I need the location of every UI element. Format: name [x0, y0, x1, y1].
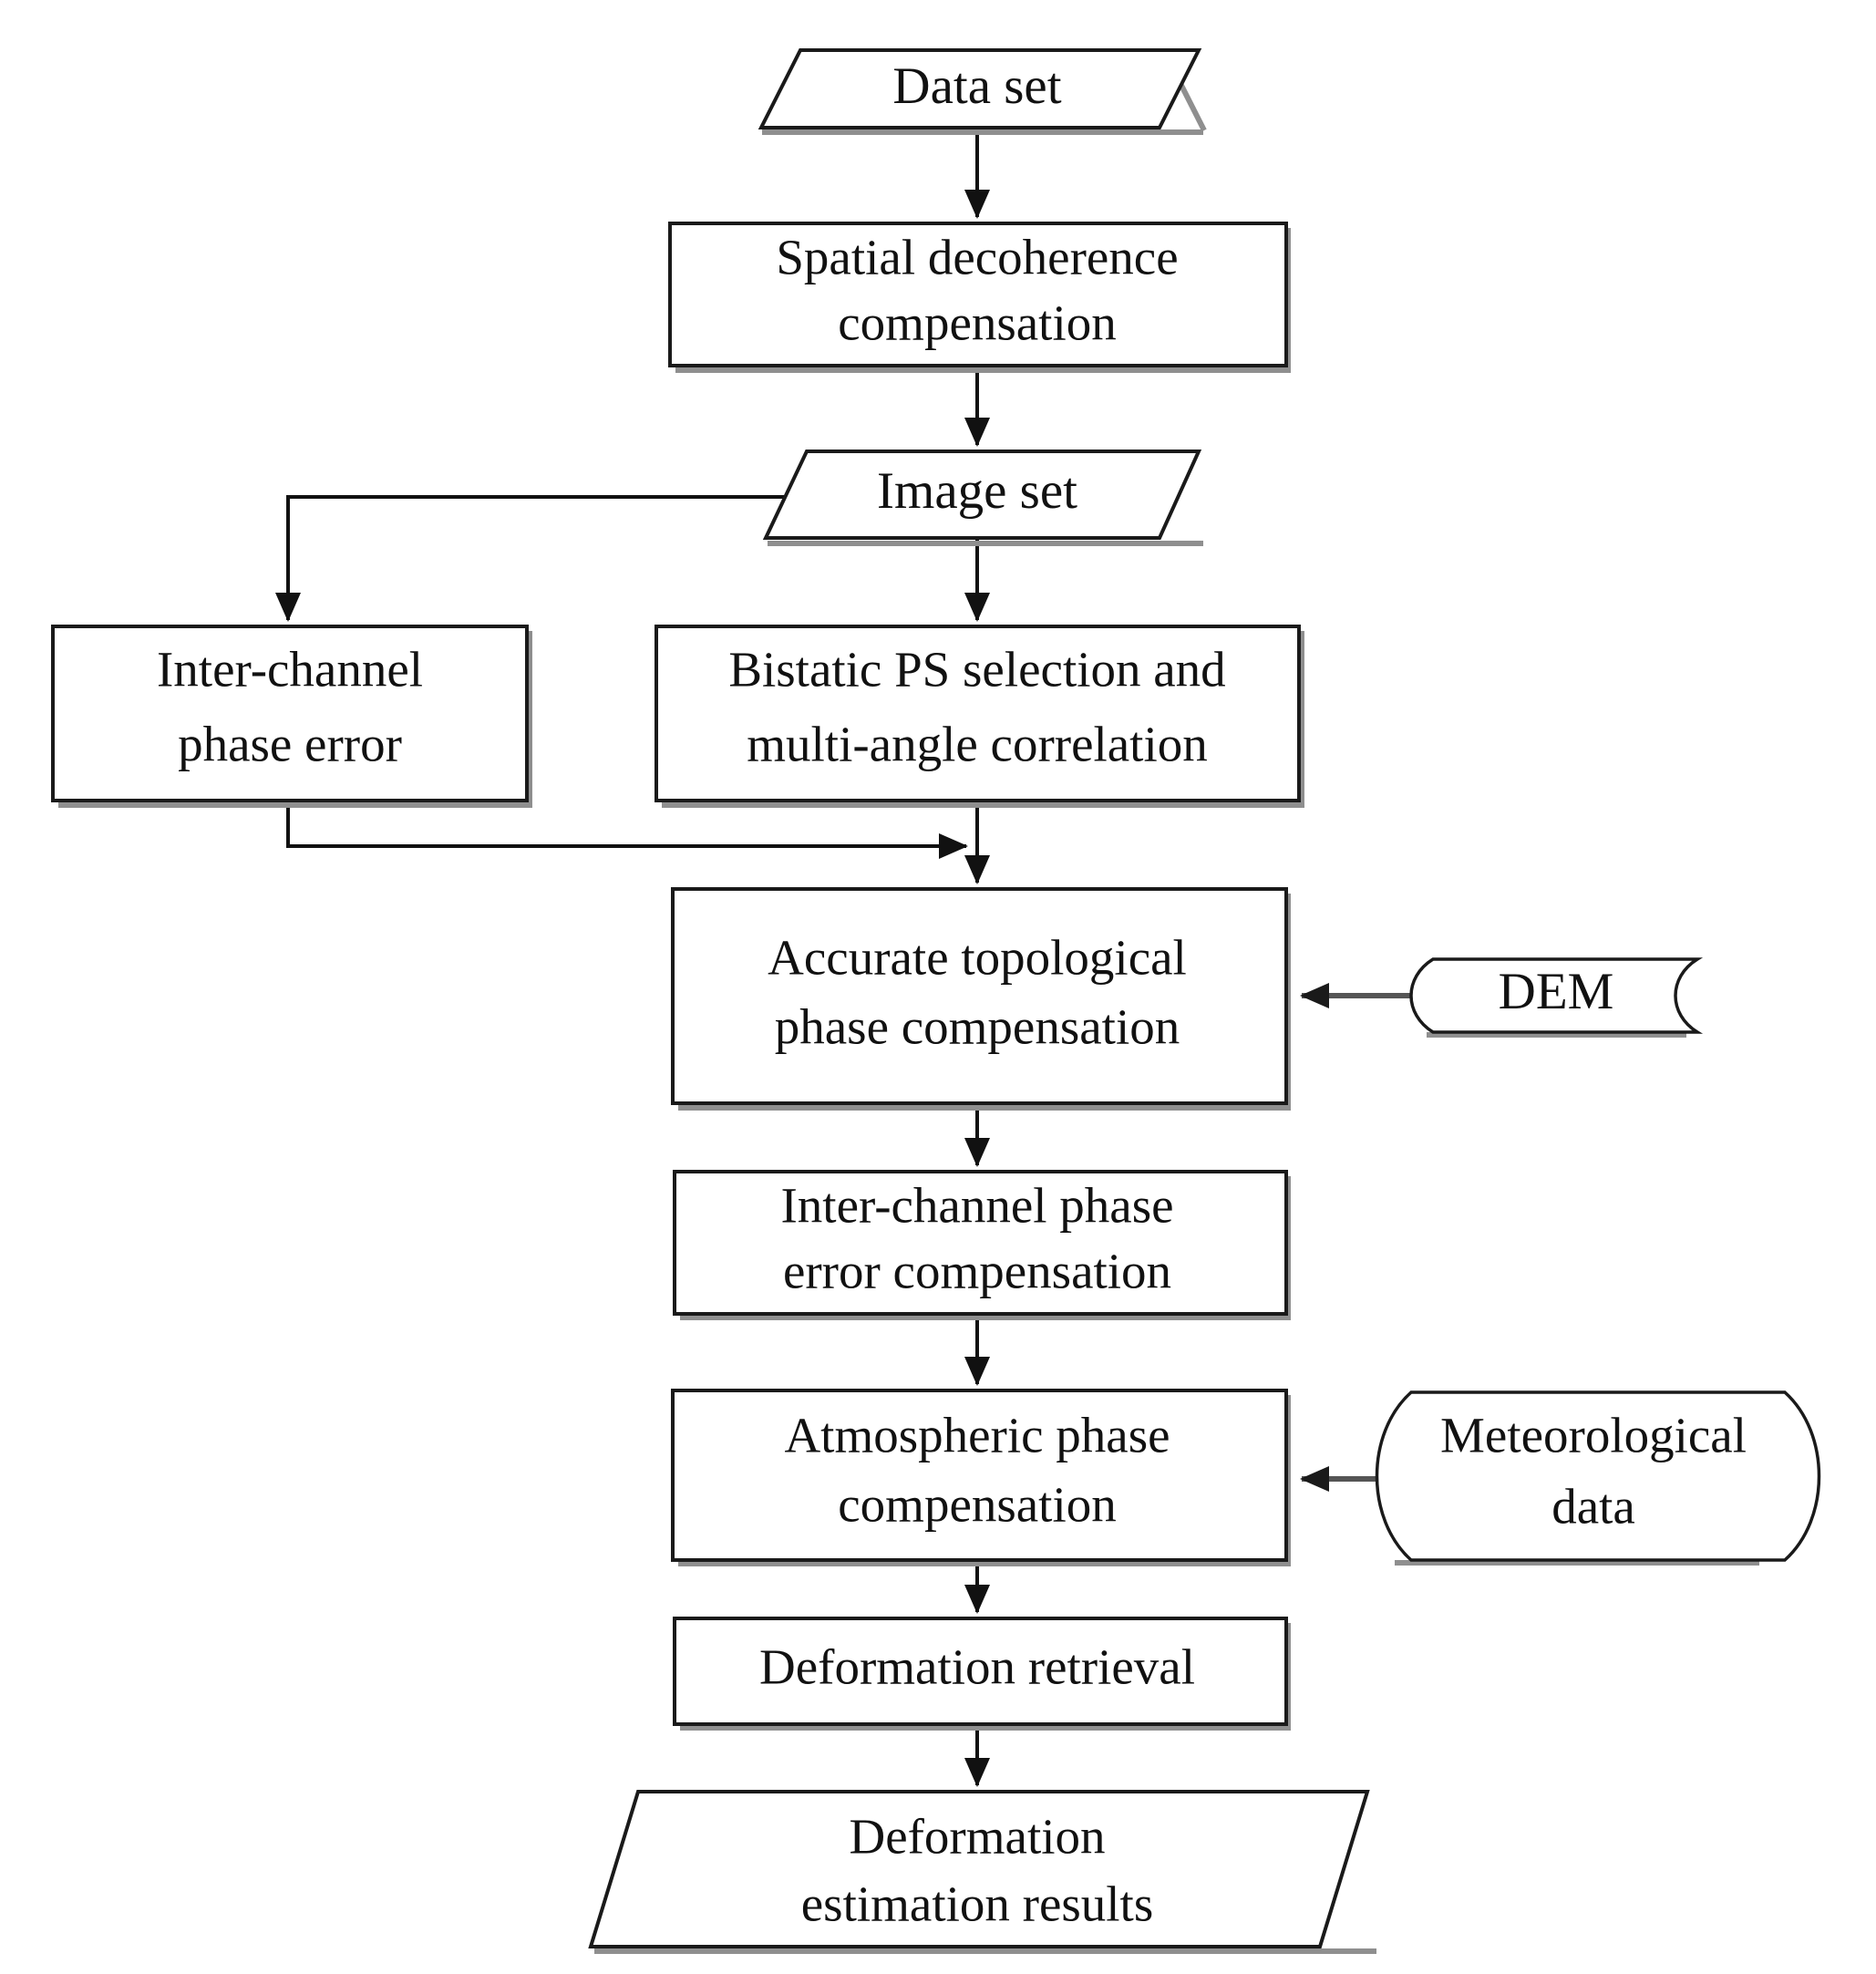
node-label-line1: Atmospheric phase	[784, 1408, 1170, 1463]
node-accurate-topological-phase-compensation[interactable]: Accurate topological phase compensation	[671, 887, 1291, 1111]
node-inter-channel-phase-error[interactable]: Inter-channel phase error	[51, 625, 532, 808]
edge-interchannel-to-accurate	[286, 801, 968, 859]
node-label: DEM	[1499, 963, 1614, 1020]
node-label-line1: Accurate topological	[768, 930, 1187, 986]
node-deformation-retrieval[interactable]: Deformation retrieval	[673, 1617, 1291, 1731]
node-label-line1: Spatial decoherence	[776, 230, 1178, 285]
node-bistatic-ps-selection[interactable]: Bistatic PS selection and multi-angle co…	[655, 625, 1304, 808]
node-label-line2: compensation	[838, 1477, 1116, 1533]
node-label-line2: estimation results	[801, 1876, 1153, 1932]
node-label-line2: data	[1551, 1479, 1635, 1535]
node-inter-channel-phase-error-compensation[interactable]: Inter-channel phase error compensation	[673, 1170, 1291, 1320]
edge-imageset-to-interchannel	[275, 495, 798, 622]
node-label-line1: Inter-channel	[157, 642, 423, 698]
node-label-line1: Meteorological	[1440, 1408, 1747, 1463]
node-label: Data set	[892, 57, 1061, 115]
node-label-line2: error compensation	[783, 1244, 1171, 1299]
node-image-set[interactable]: Image set	[762, 450, 1203, 546]
node-label-line1: Deformation	[849, 1809, 1105, 1865]
node-data-set[interactable]: Data set	[758, 48, 1207, 135]
node-label: Image set	[877, 462, 1077, 520]
node-label-line2: phase error	[178, 717, 402, 772]
node-meteorological-data[interactable]: Meteorological data	[1375, 1390, 1821, 1566]
node-label-line2: phase compensation	[775, 999, 1180, 1055]
node-label-line2: compensation	[838, 295, 1116, 351]
node-dem[interactable]: DEM	[1409, 957, 1704, 1038]
node-label-line1: Bistatic PS selection and	[728, 642, 1225, 698]
node-deformation-estimation-results[interactable]: Deformation estimation results	[588, 1790, 1376, 1954]
node-label-line2: multi-angle correlation	[747, 717, 1208, 772]
node-atmospheric-phase-compensation[interactable]: Atmospheric phase compensation	[671, 1389, 1291, 1566]
node-label: Deformation retrieval	[759, 1639, 1195, 1695]
node-label-line1: Inter-channel phase	[780, 1178, 1173, 1234]
node-spatial-decoherence-compensation[interactable]: Spatial decoherence compensation	[668, 222, 1291, 373]
